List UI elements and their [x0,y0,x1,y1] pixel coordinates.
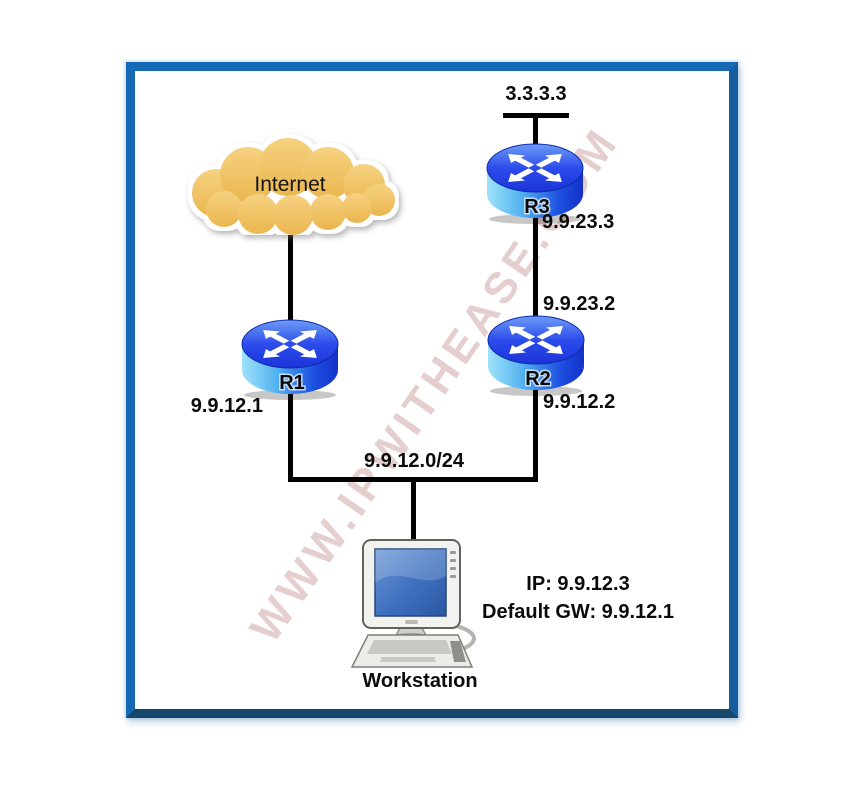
label-workstation-ip: IP: 9.9.12.3 [526,573,630,595]
cloud-shape [192,138,395,235]
router-r1-label: R1 [279,372,305,394]
router-top [486,143,584,193]
keyboard-keys [367,640,452,654]
label-r2-link-ip: 9.9.23.2 [543,293,616,315]
router-shadow [244,390,336,400]
link-r2-lan [533,378,538,482]
monitor-buttons [450,551,456,578]
power-button [405,620,418,624]
internet-label: Internet [254,173,325,196]
label-lan-segment: 9.9.12.0/24 [363,450,465,472]
router-r1-icon: R1 [241,319,339,400]
router-r3-label: R3 [524,196,550,218]
link-internet-r1 [288,226,293,332]
router-top [487,315,585,365]
router-shadow [490,386,582,396]
lan-bus [288,477,538,482]
keyboard-spacebar [380,657,436,662]
link-lan-workstation [411,481,416,544]
label-r2-lan-ip: 9.9.12.2 [543,391,616,413]
screen-glare [375,549,446,583]
workstation-icon [350,539,476,668]
label-workstation-gw: Default GW: 9.9.12.1 [482,601,674,623]
router-r2-icon: R2 [487,315,585,396]
router-r3-icon: R3 [486,143,584,224]
diagram-frame [126,62,738,718]
link-r3-stub [533,113,538,158]
label-workstation: Workstation [362,670,478,692]
link-r3-r2 [533,205,538,325]
label-r3-lan-ip: 3.3.3.3 [505,83,567,105]
label-r1-lan-ip: 9.9.12.1 [190,395,263,417]
router-top [241,319,339,369]
internet-cloud-icon: Internet [192,138,395,235]
router-r2-label: R2 [525,368,551,390]
link-r1-lan [288,380,293,482]
monitor-screen [374,548,447,617]
keyboard-numpad [450,641,466,662]
label-r3-link-ip: 9.9.23.3 [542,211,615,233]
router-shadow [489,214,581,224]
